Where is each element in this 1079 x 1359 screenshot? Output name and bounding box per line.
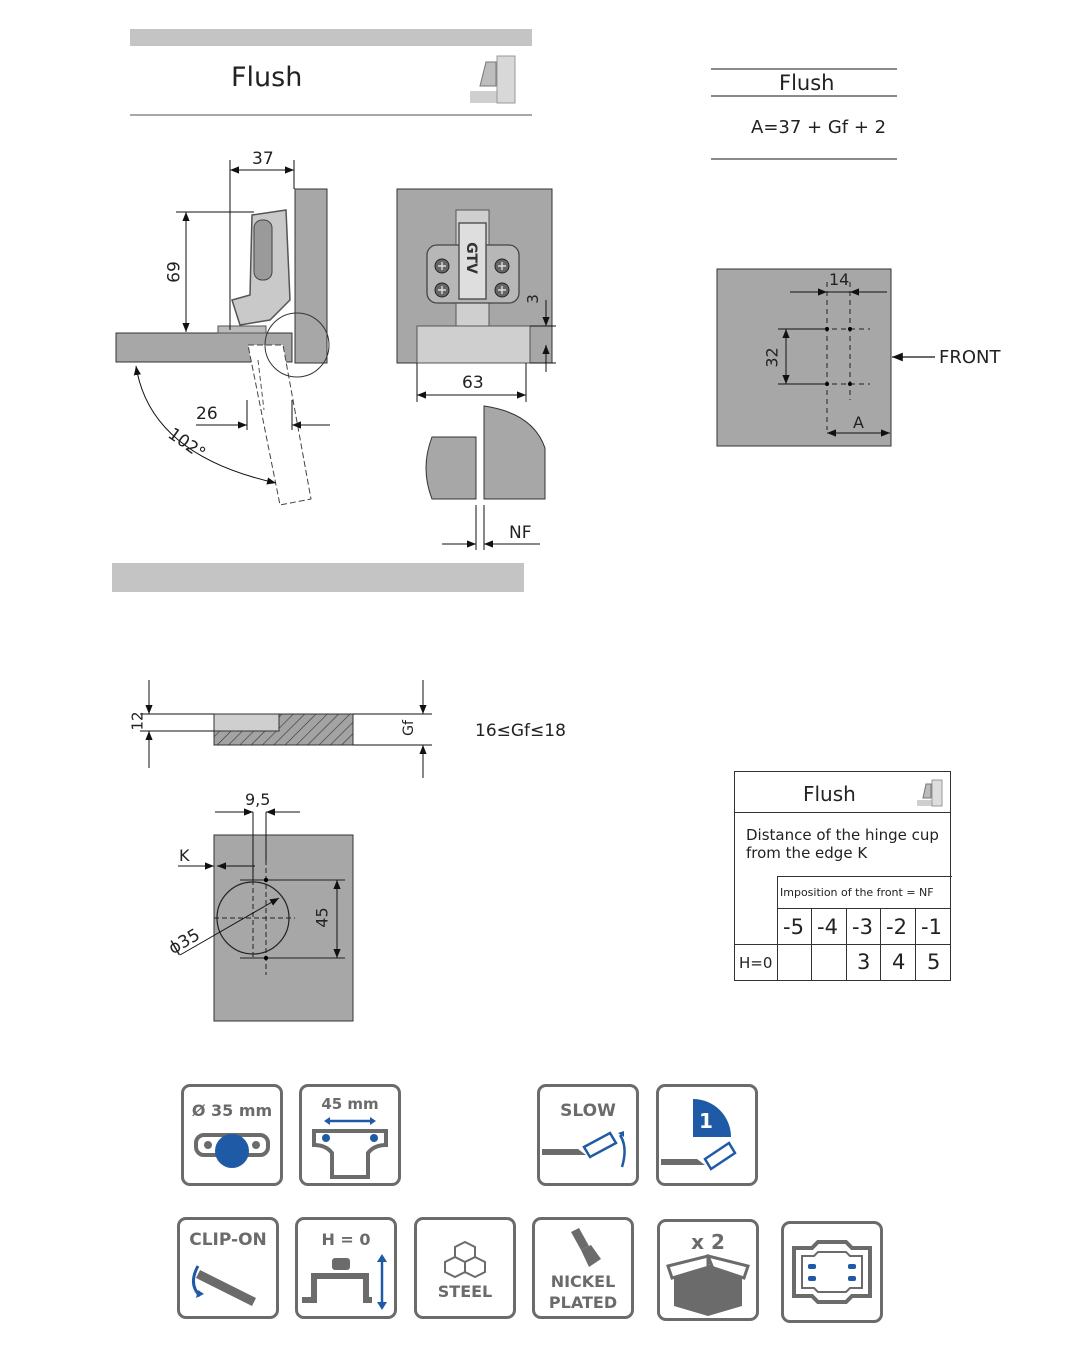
nf-value: -5 (783, 915, 804, 939)
nickel-plated-icon: NICKEL PLATED (532, 1217, 634, 1319)
slow-close-hinge-icon (542, 1131, 626, 1168)
dim-45: 45 (312, 907, 332, 928)
header-bar-top (130, 29, 532, 46)
row-label: H=0 (739, 954, 773, 972)
dim-a: A (853, 413, 864, 432)
dim-14: 14 (829, 270, 850, 289)
gf-range: 16≤Gf≤18 (475, 721, 566, 741)
quarter-circle-badge-icon (661, 1099, 737, 1171)
cup-drill-plan (178, 808, 354, 1022)
brand-label: GTV (462, 242, 479, 274)
cubes-icon (444, 1240, 486, 1279)
badge-number: 1 (699, 1109, 713, 1133)
mounting-plate-icon (781, 1221, 883, 1323)
dim-12: 12 (128, 711, 147, 731)
plate-outline-icon (792, 1240, 872, 1304)
imposition-label: Imposition of the front = NF (780, 886, 934, 899)
nf-detail (425, 405, 546, 550)
spacing-plate-icon (312, 1117, 388, 1179)
dim-26: 26 (196, 404, 218, 424)
nf-value: -2 (886, 915, 907, 939)
dim-3: 3 (523, 294, 542, 304)
dim-9-5: 9,5 (245, 790, 271, 809)
hinge-front-view (396, 188, 556, 402)
formula: A=37 + Gf + 2 (751, 117, 887, 138)
title-right: Flush (779, 71, 835, 95)
hinge-thumbnail-icon (470, 55, 516, 104)
dim-63: 63 (462, 373, 484, 393)
nf-value: -3 (852, 915, 873, 939)
cup-diameter-icon: Ø 35 mm (181, 1084, 283, 1186)
k-value: 3 (857, 950, 871, 974)
nf-value: -1 (921, 915, 942, 939)
steel-icon: STEEL (414, 1217, 516, 1319)
hinge-cup-distance-table: Flush Distance of the hinge cup from the… (734, 771, 952, 981)
k-value: 5 (927, 950, 941, 974)
table-desc-1: Distance of the hinge cup (746, 826, 939, 844)
title-left: Flush (231, 62, 303, 93)
front-label: FRONT (939, 347, 1001, 368)
cup-section (140, 680, 432, 778)
cup-plate-icon (194, 1133, 270, 1168)
mounting-plate-diagram (716, 268, 935, 447)
dim-32: 32 (762, 347, 782, 368)
dim-69: 69 (161, 261, 182, 283)
pack-quantity-icon: x 2 (657, 1219, 759, 1321)
hole-spacing-icon: 45 mm (299, 1084, 401, 1186)
k-value: 4 (892, 950, 906, 974)
hinge-thumbnail-icon (917, 779, 943, 807)
opening-angle-icon: 1 (656, 1084, 758, 1186)
clip-on-icon: CLIP-ON (177, 1217, 279, 1319)
nf-value: -4 (817, 915, 838, 939)
soft-close-icon: SLOW (537, 1084, 639, 1186)
mounting-plate-height-icon (302, 1254, 387, 1310)
height-adjust-icon: H = 0 (295, 1217, 397, 1319)
table-desc-2: from the edge K (746, 844, 868, 862)
table-title: Flush (803, 782, 856, 806)
dim-37: 37 (252, 149, 274, 169)
paint-brush-icon (571, 1228, 601, 1267)
dim-nf: NF (509, 523, 532, 543)
dim-k: K (179, 846, 190, 865)
box-icon (666, 1254, 750, 1316)
clip-on-hinge-icon (192, 1265, 256, 1306)
hinge-side-view (115, 160, 330, 506)
dim-gf: Gf (400, 720, 417, 736)
section-bar (112, 563, 524, 592)
